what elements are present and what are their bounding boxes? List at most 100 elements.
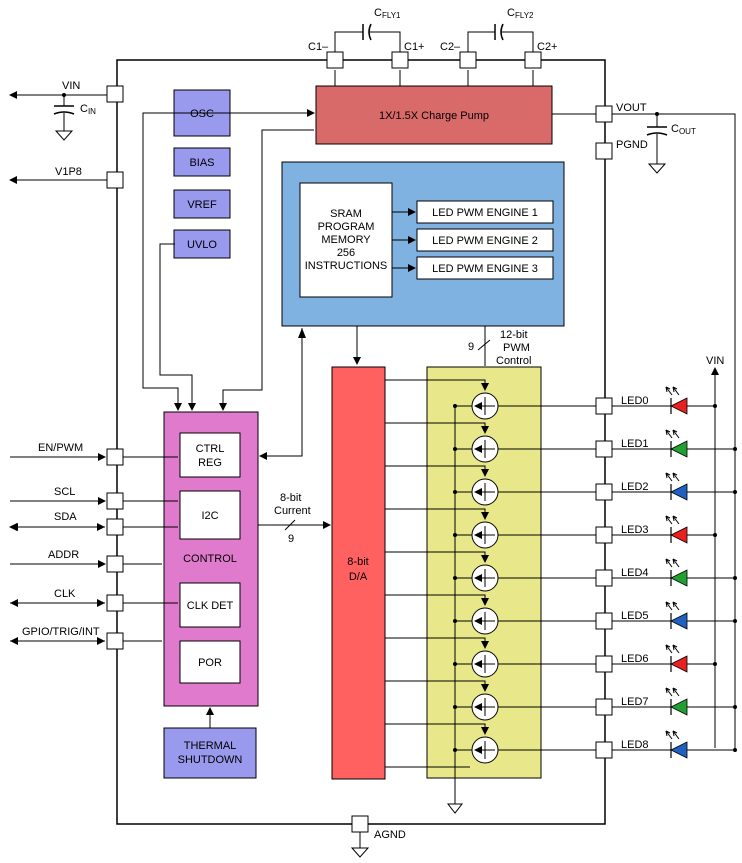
i2c-label: I2C <box>201 510 218 522</box>
vref-block <box>173 189 231 219</box>
label-gpio-trig-int: GPIO/TRIG/INT <box>22 626 100 638</box>
ctrl-reg-line-2: REG <box>198 457 222 469</box>
pin-vout <box>595 105 613 123</box>
label-nine-mid: 9 <box>288 533 294 545</box>
label-current: Current <box>274 505 311 517</box>
label-cfly1: CFLY1 <box>374 7 401 20</box>
label-led3: LED3 <box>621 524 649 536</box>
label-8bit: 8-bit <box>280 492 301 504</box>
bias-block <box>173 147 231 177</box>
osc-label: OSC <box>190 108 214 120</box>
pin-pgnd <box>595 142 613 160</box>
label-sda: SDA <box>54 511 77 523</box>
led-diode <box>670 526 688 544</box>
sram-block <box>299 182 393 298</box>
label-led2: LED2 <box>621 481 649 493</box>
clk-det-label: CLK DET <box>187 600 234 612</box>
uvlo-block <box>173 229 231 259</box>
por-label: POR <box>198 657 222 669</box>
label-cfly2: CFLY2 <box>507 7 534 20</box>
label-addr: ADDR <box>48 549 79 561</box>
pwm-engine-1 <box>416 200 554 224</box>
label-led6: LED6 <box>621 653 649 665</box>
sram-line-2: PROGRAM <box>318 221 375 233</box>
pin-c1-plus <box>391 51 409 69</box>
led-diode <box>670 698 688 716</box>
thermal-line-2: SHUTDOWN <box>178 754 243 766</box>
pin-c2-minus <box>459 51 477 69</box>
label-nine-top: 9 <box>468 341 474 353</box>
pin-led0 <box>595 397 613 415</box>
ctrl-reg-block <box>179 432 241 478</box>
label-pwm-control: Control <box>496 355 531 367</box>
label-v1p8: V1P8 <box>55 166 82 178</box>
label-pgnd: PGND <box>616 139 648 151</box>
label-pwm: PWM <box>503 342 530 354</box>
thermal-shutdown-block <box>163 727 257 779</box>
led-diode <box>670 569 688 587</box>
label-led5: LED5 <box>621 610 649 622</box>
label-led1: LED1 <box>621 438 649 450</box>
vref-label: VREF <box>187 199 217 211</box>
pin-addr <box>106 555 124 573</box>
sram-line-1: SRAM <box>330 208 362 220</box>
pin-agnd <box>351 815 369 833</box>
pin-led1 <box>595 440 613 458</box>
pin-led8 <box>595 741 613 759</box>
label-vin-right: VIN <box>706 355 724 367</box>
pin-led2 <box>595 483 613 501</box>
label-c1-minus: C1– <box>308 41 329 53</box>
pin-vin <box>106 85 124 103</box>
pin-led6 <box>595 655 613 673</box>
pin-led4 <box>595 569 613 587</box>
charge-pump-label: 1X/1.5X Charge Pump <box>379 110 489 122</box>
pwm-engine-2-label: LED PWM ENGINE 2 <box>432 235 538 247</box>
sram-line-5: INSTRUCTIONS <box>305 260 388 272</box>
pin-gpio-trig-int <box>106 632 124 650</box>
pwm-engine-1-label: LED PWM ENGINE 1 <box>432 207 538 219</box>
label-c1-plus: C1+ <box>404 41 425 53</box>
charge-pump-block <box>315 85 553 145</box>
pin-led7 <box>595 698 613 716</box>
flying-caps <box>334 23 534 86</box>
pin-scl <box>106 492 124 510</box>
pin-v1p8 <box>106 171 124 189</box>
label-vin: VIN <box>62 80 80 92</box>
pin-c2-plus <box>524 51 542 69</box>
label-c2-minus: C2– <box>440 41 461 53</box>
da-line-1: 8-bit <box>347 556 368 568</box>
led-diode <box>670 741 688 759</box>
label-led8: LED8 <box>621 739 649 751</box>
sram-line-4: 256 <box>337 247 355 259</box>
label-en-pwm: EN/PWM <box>38 442 83 454</box>
da-block <box>331 366 386 780</box>
label-cin: CIN <box>80 103 96 116</box>
uvlo-label: UVLO <box>187 239 217 251</box>
control-label: CONTROL <box>183 553 237 565</box>
clk-det-block <box>179 582 241 628</box>
ctrl-reg-line-1: CTRL <box>196 443 225 455</box>
label-vout: VOUT <box>616 102 647 114</box>
led-diode <box>670 612 688 630</box>
da-line-2: D/A <box>349 571 368 583</box>
label-led4: LED4 <box>621 567 649 579</box>
pwm-engine-3 <box>416 256 554 280</box>
pin-clk <box>106 594 124 612</box>
led-diode <box>670 440 688 458</box>
thermal-line-1: THERMAL <box>184 740 237 752</box>
label-cout: COUT <box>671 123 696 136</box>
pwm-engine-3-label: LED PWM ENGINE 3 <box>432 263 538 275</box>
pin-en-pwm <box>106 448 124 466</box>
led-diode <box>670 483 688 501</box>
current-sinks <box>385 379 596 768</box>
pwm-engine-2 <box>416 228 554 252</box>
pin-c1-minus <box>326 51 344 69</box>
pin-sda <box>106 518 124 536</box>
pin-led3 <box>595 526 613 544</box>
label-led7: LED7 <box>621 696 649 708</box>
label-led0: LED0 <box>621 395 649 407</box>
por-block <box>179 640 241 684</box>
i2c-block <box>179 490 241 540</box>
